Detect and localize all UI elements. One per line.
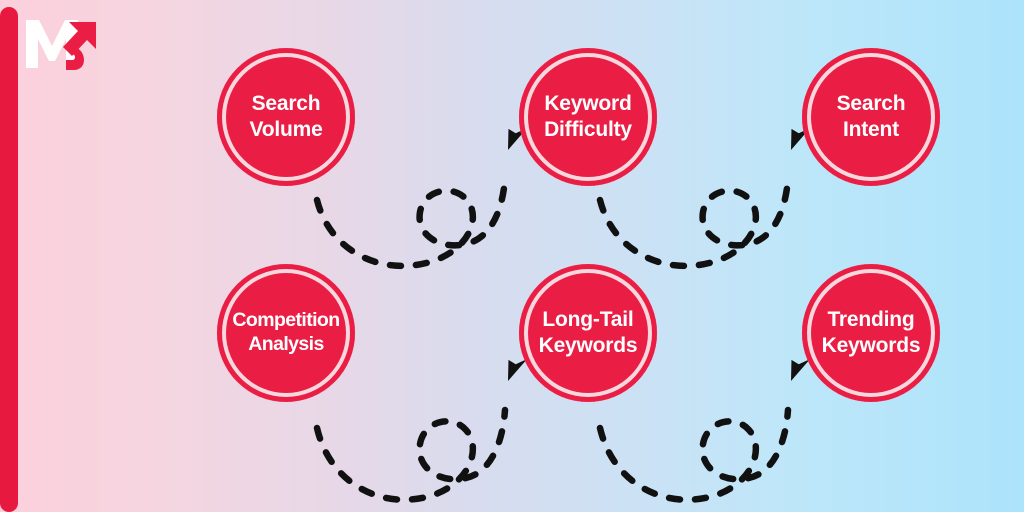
node-long-tail-keywords[interactable]: Long-Tail Keywords <box>519 264 657 402</box>
logo-letter-m-shape <box>26 20 78 68</box>
node-long-tail-keywords-label: Long-Tail Keywords <box>538 308 638 357</box>
node-search-volume[interactable]: Search Volume <box>217 48 355 186</box>
node-keyword-difficulty-label: Keyword Difficulty <box>544 92 632 141</box>
left-accent-bar <box>0 7 18 512</box>
node-trending-keywords-label: Trending Keywords <box>821 308 921 357</box>
node-trending-keywords[interactable]: Trending Keywords <box>802 264 940 402</box>
node-search-intent-label: Search Intent <box>836 92 906 141</box>
logo-letter-r-shape <box>66 46 84 70</box>
node-keyword-difficulty[interactable]: Keyword Difficulty <box>519 48 657 186</box>
node-competition-analysis-label: Competition Analysis <box>232 309 340 355</box>
node-search-intent[interactable]: Search Intent <box>802 48 940 186</box>
node-competition-analysis[interactable]: Competition Analysis <box>217 264 355 402</box>
connector-competition-analysis-to-long-tail-keywords <box>313 354 532 503</box>
node-search-volume-label: Search Volume <box>249 92 323 141</box>
brand-logo[interactable] <box>22 16 100 72</box>
